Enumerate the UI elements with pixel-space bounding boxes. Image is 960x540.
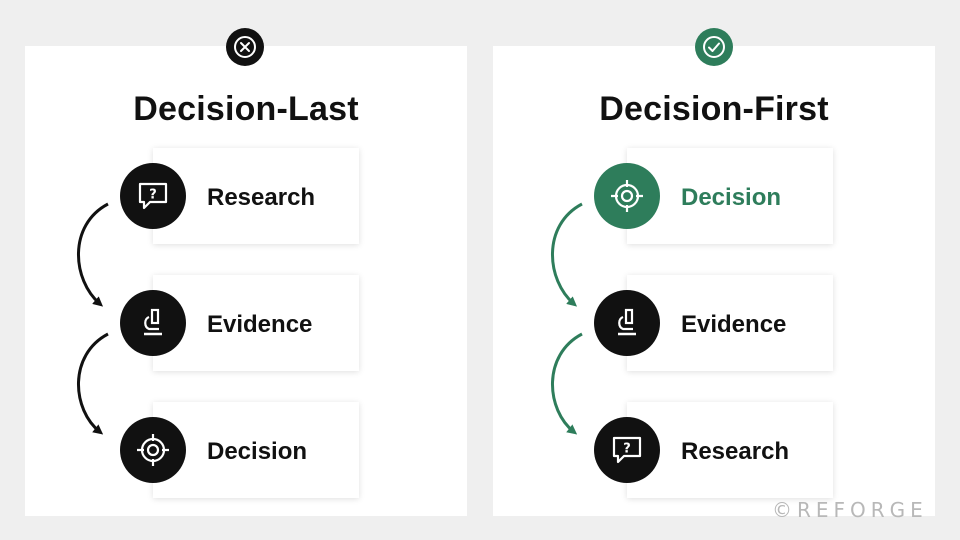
question-bubble-icon: ?: [120, 163, 186, 229]
microscope-icon: [120, 290, 186, 356]
step-label-decision: Decision: [681, 184, 782, 211]
step-label-research: Research: [681, 438, 790, 465]
evidence-card: [627, 275, 833, 371]
question-bubble-icon: ?: [594, 417, 660, 483]
decision-last-title: Decision-Last: [133, 90, 359, 128]
target-icon: [594, 163, 660, 229]
decision-card: [627, 148, 833, 244]
svg-text:?: ?: [149, 188, 157, 203]
research-card: [627, 402, 833, 498]
check-circle-icon: [695, 28, 733, 66]
decision-card: [153, 402, 359, 498]
target-icon: [120, 417, 186, 483]
step-label-evidence: Evidence: [207, 311, 313, 338]
decision-first-title: Decision-First: [599, 90, 829, 128]
reforge-watermark: ©REFORGE: [772, 498, 928, 522]
x-circle-icon: [226, 28, 264, 66]
step-label-evidence: Evidence: [681, 311, 787, 338]
svg-text:?: ?: [623, 442, 631, 457]
step-label-decision: Decision: [207, 438, 308, 465]
evidence-card: [153, 275, 359, 371]
step-label-research: Research: [207, 184, 316, 211]
microscope-icon: [594, 290, 660, 356]
research-card: [153, 148, 359, 244]
